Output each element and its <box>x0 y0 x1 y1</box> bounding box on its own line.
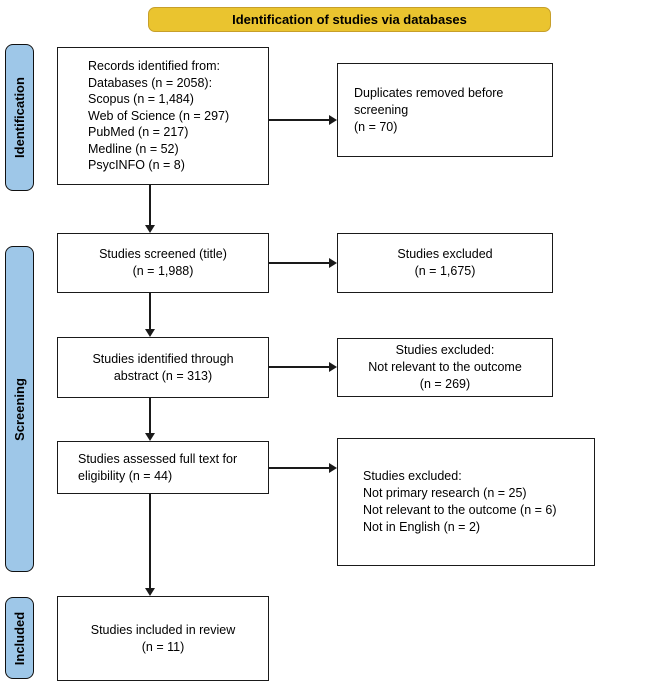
studies-fulltext-box: Studies assessed full text for eligibili… <box>57 441 269 494</box>
excluded-title-screen-box: Studies excluded (n = 1,675) <box>337 233 553 293</box>
box-text-line: Studies assessed full text for <box>78 451 238 466</box>
arrow-fulltext-to-included-line <box>149 494 151 588</box>
box-text-line: Studies excluded <box>397 247 493 261</box>
arrow-screened-to-abstract-head <box>145 329 155 337</box>
box-text-line: Not in English (n = 2) <box>363 520 481 534</box>
banner-title: Identification of studies via databases <box>232 12 467 27</box>
arrow-records-to-duplicates-head <box>329 115 337 125</box>
box-text-line: Not relevant to the outcome (n = 6) <box>363 503 557 517</box>
arrow-screened-to-abstract-line <box>149 293 151 329</box>
box-text-line: Duplicates removed before screening <box>354 85 504 117</box>
arrow-abstract-to-excluded-head <box>329 362 337 372</box>
box-text-line: Studies excluded: <box>363 469 462 483</box>
studies-abstract-box: Studies identified through abstract (n =… <box>57 337 269 398</box>
box-text-line: (n = 269) <box>419 377 471 391</box>
sidebar-label-screening: Screening <box>5 246 34 572</box>
sidebar-label-included-text: Included <box>12 611 28 665</box>
box-text-line: Not primary research (n = 25) <box>363 486 527 500</box>
box-text-line: eligibility (n = 44) <box>78 468 173 483</box>
arrow-abstract-to-fulltext-line <box>149 398 151 433</box>
arrow-records-to-duplicates-line <box>269 119 329 121</box>
database-identification-banner: Identification of studies via databases <box>148 7 551 32</box>
arrow-abstract-to-fulltext-head <box>145 433 155 441</box>
box-text-line: Databases (n = 2058): <box>88 75 213 90</box>
studies-included-box: Studies included in review (n = 11) <box>57 596 269 681</box>
sidebar-label-screening-text: Screening <box>12 377 28 441</box>
excluded-fulltext-box: Studies excluded: Not primary research (… <box>337 438 595 566</box>
arrow-fulltext-to-included-head <box>145 588 155 596</box>
box-text-line: (n = 1,675) <box>414 264 476 278</box>
box-text-line: Studies identified through <box>92 351 234 366</box>
box-text-line: Studies excluded: <box>395 343 495 357</box>
arrow-fulltext-to-excluded-line <box>269 467 329 469</box>
box-text-line: (n = 70) <box>354 119 398 134</box>
sidebar-label-included: Included <box>5 597 34 679</box>
arrow-screened-to-excluded-head <box>329 258 337 268</box>
box-text-line: (n = 1,988) <box>132 264 194 278</box>
arrow-records-to-screened-line <box>149 185 151 225</box>
box-text-line: abstract (n = 313) <box>113 368 213 383</box>
sidebar-label-identification-text: Identification <box>12 77 28 158</box>
box-text-line: (n = 11) <box>141 639 185 654</box>
arrow-records-to-screened-head <box>145 225 155 233</box>
arrow-screened-to-excluded-line <box>269 262 329 264</box>
duplicates-removed-box: Duplicates removed before screening (n =… <box>337 63 553 157</box>
records-identified-box: Records identified from: Databases (n = … <box>57 47 269 185</box>
box-text-line: PsycINFO (n = 8) <box>88 158 185 173</box>
box-text-line: Studies included in review <box>90 622 236 637</box>
box-text-line: Scopus (n = 1,484) <box>88 92 194 107</box>
box-text-line: Records identified from: <box>88 59 221 74</box>
box-text-line: Not relevant to the outcome <box>368 360 522 374</box>
box-text-line: Studies screened (title) <box>99 247 227 261</box>
box-text-line: Medline (n = 52) <box>88 141 179 156</box>
sidebar-label-identification: Identification <box>5 44 34 191</box>
box-text-line: Web of Science (n = 297) <box>88 108 230 123</box>
arrow-fulltext-to-excluded-head <box>329 463 337 473</box>
arrow-abstract-to-excluded-line <box>269 366 329 368</box>
studies-screened-box: Studies screened (title) (n = 1,988) <box>57 233 269 293</box>
box-text-line: PubMed (n = 217) <box>88 125 189 140</box>
excluded-abstract-box: Studies excluded: Not relevant to the ou… <box>337 338 553 397</box>
